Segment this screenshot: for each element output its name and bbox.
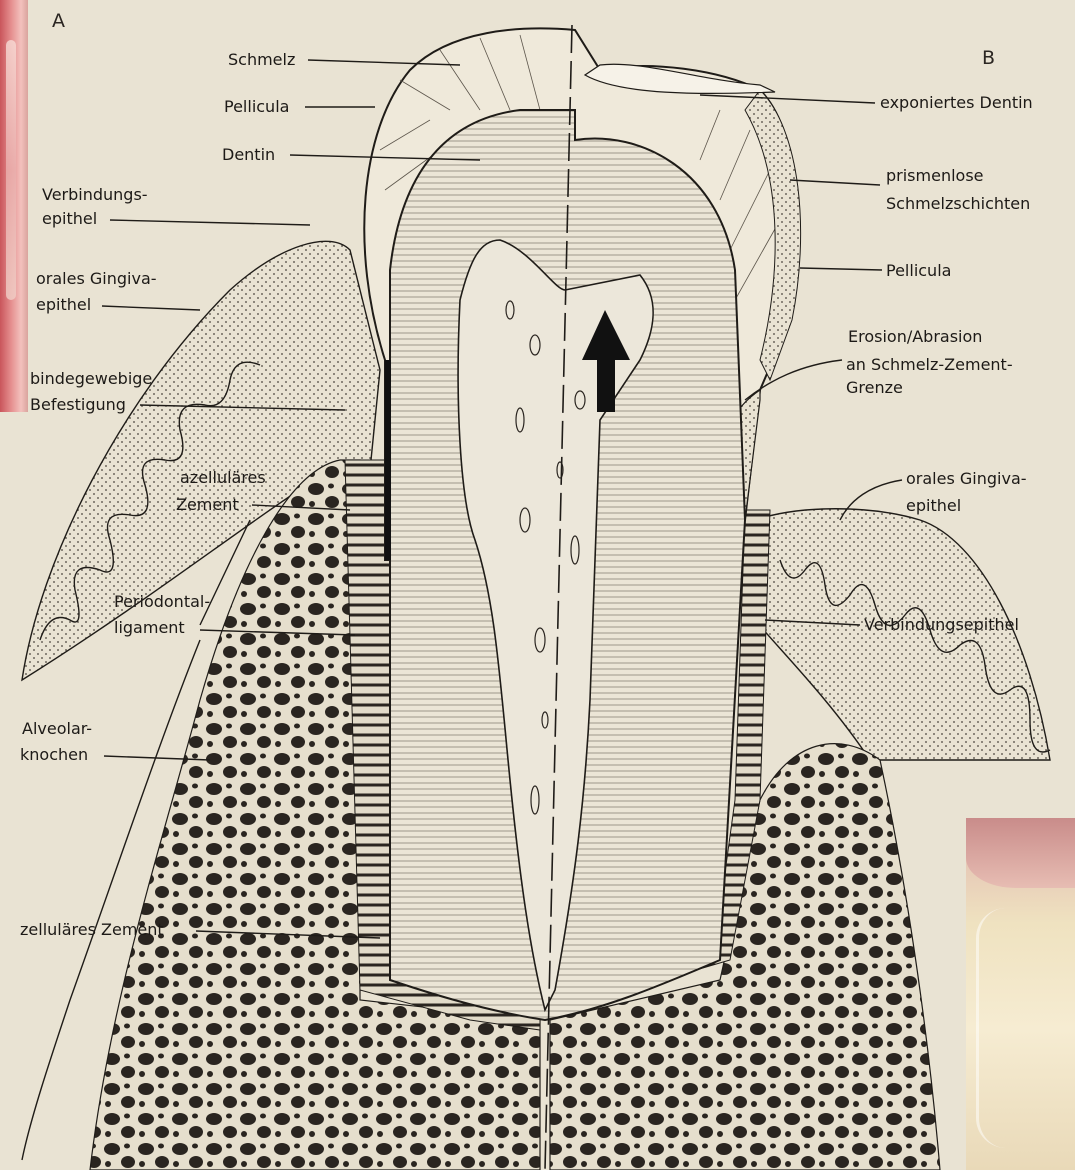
label-verbindungsepithel-left-1: Verbindungs- bbox=[42, 185, 148, 204]
label-prismenlose-1: prismenlose bbox=[886, 166, 984, 185]
label-azellulaeres-1: azelluläres bbox=[180, 468, 266, 487]
label-pellicula-left: Pellicula bbox=[224, 97, 289, 116]
label-alveolar-2: knochen bbox=[20, 745, 88, 764]
label-zellulaeres: zelluläres Zement bbox=[20, 920, 164, 939]
label-verbindungsepithel-right: Verbindungsepithel bbox=[864, 615, 1019, 634]
label-schmelz: Schmelz bbox=[228, 50, 295, 69]
label-bindegewebige-2: Befestigung bbox=[30, 395, 126, 414]
label-alveolar-1: Alveolar- bbox=[22, 719, 92, 738]
label-erosion-3: Grenze bbox=[846, 378, 903, 397]
label-pellicula-right: Pellicula bbox=[886, 261, 951, 280]
label-dentin: Dentin bbox=[222, 145, 275, 164]
label-azellulaeres-2: Zement bbox=[176, 495, 239, 514]
label-exponiertes-dentin: exponiertes Dentin bbox=[880, 93, 1033, 112]
label-periodontal-1: Periodontal- bbox=[114, 592, 210, 611]
label-orales-gingiva-right-1: orales Gingiva- bbox=[906, 469, 1027, 488]
gingiva-right bbox=[755, 509, 1050, 760]
label-prismenlose-2: Schmelzschichten bbox=[886, 194, 1030, 213]
label-erosion-1: Erosion/Abrasion bbox=[848, 327, 982, 346]
label-verbindungsepithel-left-2: epithel bbox=[42, 209, 97, 228]
label-erosion-2: an Schmelz-Zement- bbox=[846, 355, 1013, 374]
label-bindegewebige-1: bindegewebige bbox=[30, 369, 152, 388]
label-orales-gingiva-left-1: orales Gingiva- bbox=[36, 269, 157, 288]
label-periodontal-2: ligament bbox=[114, 618, 185, 637]
panel-letter-b: B bbox=[982, 47, 995, 69]
label-orales-gingiva-right-2: epithel bbox=[906, 496, 961, 515]
panel-letter-a: A bbox=[52, 10, 65, 32]
label-orales-gingiva-left-2: epithel bbox=[36, 295, 91, 314]
